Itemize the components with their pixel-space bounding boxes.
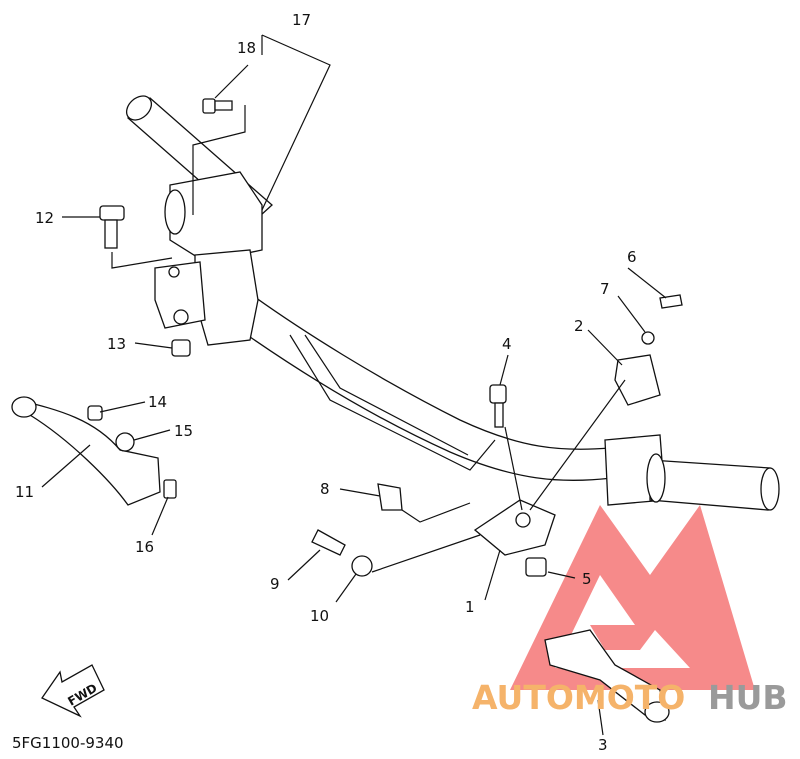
watermark-text-b: HUB xyxy=(708,678,788,717)
callout-18: 18 xyxy=(237,39,256,57)
adjuster-9 xyxy=(311,529,346,556)
bracket-1 xyxy=(473,499,556,556)
callout-14: 14 xyxy=(148,393,167,411)
screw-18 xyxy=(202,98,233,114)
callout-4: 4 xyxy=(502,335,512,353)
screw-16 xyxy=(163,479,177,499)
callout-5: 5 xyxy=(582,570,592,588)
locknut-10 xyxy=(351,555,373,577)
watermark-logo xyxy=(510,505,755,690)
screw-14 xyxy=(87,405,103,421)
callout-12: 12 xyxy=(35,209,54,227)
washer-7 xyxy=(641,331,655,345)
callout-1: 1 xyxy=(465,598,475,616)
callout-15: 15 xyxy=(174,422,193,440)
leader-lines xyxy=(41,34,667,736)
collar-15 xyxy=(115,432,135,452)
bolt-4 xyxy=(489,384,507,428)
holder-2 xyxy=(614,354,661,406)
callout-2: 2 xyxy=(574,317,584,335)
nut-5 xyxy=(525,557,547,577)
bolt-12 xyxy=(99,205,125,249)
bolt-6 xyxy=(659,294,683,309)
watermark-text-a: AUTOMOTO xyxy=(472,678,685,717)
callout-3: 3 xyxy=(598,736,608,754)
fwd-arrow-icon: FWD xyxy=(41,664,105,718)
callout-6: 6 xyxy=(627,248,637,266)
callout-8: 8 xyxy=(320,480,330,498)
callout-9: 9 xyxy=(270,575,280,593)
callout-10: 10 xyxy=(310,607,329,625)
lever-11 xyxy=(11,396,161,506)
clip-8 xyxy=(377,483,403,511)
callout-13: 13 xyxy=(107,335,126,353)
lever-3 xyxy=(544,629,670,723)
nut-13 xyxy=(171,339,191,357)
diagram-code: 5FG1100-9340 xyxy=(12,734,124,752)
callout-11: 11 xyxy=(15,483,34,501)
callout-labels: 1 2 3 4 5 6 7 8 9 10 11 12 13 14 15 16 1… xyxy=(15,11,637,754)
callout-16: 16 xyxy=(135,538,154,556)
callout-17: 17 xyxy=(292,11,311,29)
callout-7: 7 xyxy=(600,280,610,298)
